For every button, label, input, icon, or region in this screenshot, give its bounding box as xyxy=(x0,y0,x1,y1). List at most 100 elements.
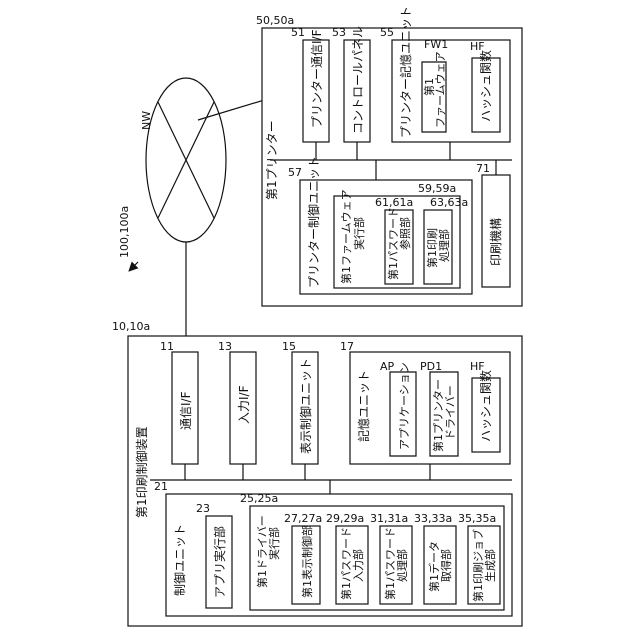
svg-text:プリンター制御ユニット: プリンター制御ユニット xyxy=(306,156,321,288)
data-acquisition-label-2: 取得部 xyxy=(439,549,453,582)
print-processing-label-2: 処理部 xyxy=(437,229,451,262)
password-input-label-2: 入力部 xyxy=(351,549,365,582)
svg-text:入力部: 入力部 xyxy=(351,549,365,582)
device-comm-if-label: 通信I/F xyxy=(179,391,193,430)
application-label: アプリケーション xyxy=(398,362,411,450)
svg-text:第1パスワード: 第1パスワード xyxy=(339,527,353,600)
svg-text:10,10a: 10,10a xyxy=(112,320,150,333)
printer-driver-label-2: ドライバー xyxy=(444,385,457,440)
display-control-part-label: 第1表示制御部 xyxy=(300,525,314,598)
svg-text:制御ユニット: 制御ユニット xyxy=(172,524,187,596)
svg-text:27,27a: 27,27a xyxy=(284,512,322,525)
svg-text:NW: NW xyxy=(140,111,153,130)
device-comm-if-ref: 11 xyxy=(160,340,174,353)
svg-text:33,33a: 33,33a xyxy=(414,512,452,525)
display-control-unit-label: 表示制御ユニット xyxy=(298,358,313,454)
display-control-unit-ref: 15 xyxy=(282,340,296,353)
svg-text:プリンター記憶ユニット: プリンター記憶ユニット xyxy=(398,6,413,138)
print-processing-ref: 63,63a xyxy=(430,196,468,209)
app-exec-label: アプリ実行部 xyxy=(212,526,227,598)
application-ref: AP xyxy=(380,360,395,373)
system-reference-label: 100,100a xyxy=(118,206,131,258)
svg-text:取得部: 取得部 xyxy=(439,549,453,582)
svg-text:第1印刷制御装置: 第1印刷制御装置 xyxy=(134,426,149,518)
svg-text:23: 23 xyxy=(196,502,210,515)
svg-text:63,63a: 63,63a xyxy=(430,196,468,209)
svg-text:参照部: 参照部 xyxy=(398,217,412,250)
svg-text:ハッシュ関数: ハッシュ関数 xyxy=(478,50,493,122)
device-ref: 10,10a xyxy=(112,320,150,333)
display-control-part-ref: 27,27a xyxy=(284,512,322,525)
svg-text:第1パスワード: 第1パスワード xyxy=(386,207,400,280)
print-mechanism-ref: 71 xyxy=(476,162,490,175)
printer-storage-label: プリンター記憶ユニット xyxy=(398,6,413,138)
svg-text:実行部: 実行部 xyxy=(352,217,366,250)
svg-text:25,25a: 25,25a xyxy=(240,492,278,505)
svg-text:第1ファームウェア: 第1ファームウェア xyxy=(339,189,353,284)
svg-text:コントロールパネル: コントロールパネル xyxy=(351,26,365,134)
svg-text:処理部: 処理部 xyxy=(395,549,409,582)
password-input-ref: 29,29a xyxy=(326,512,364,525)
app-exec-ref: 23 xyxy=(196,502,210,515)
password-ref-label-1: 第1パスワード xyxy=(386,207,400,280)
password-processing-ref: 31,31a xyxy=(370,512,408,525)
printer-driver-label-1: 第1プリンター xyxy=(431,379,445,452)
data-acquisition-ref: 33,33a xyxy=(414,512,452,525)
svg-text:35,35a: 35,35a xyxy=(458,512,496,525)
printer-comm-if-label: プリンター通信I/F xyxy=(310,29,324,128)
firmware-ref: FW1 xyxy=(424,38,448,51)
svg-text:55: 55 xyxy=(380,26,394,39)
control-panel-label: コントロールパネル xyxy=(351,26,365,134)
password-input-label-1: 第1パスワード xyxy=(339,527,353,600)
svg-text:AP: AP xyxy=(380,360,395,373)
password-ref-label-2: 参照部 xyxy=(398,217,412,250)
firmware-exec-ref: 59,59a xyxy=(418,182,456,195)
print-processing-label-1: 第1印刷 xyxy=(425,228,439,268)
device-control-unit-ref: 21 xyxy=(154,480,168,493)
svg-text:FW1: FW1 xyxy=(424,38,448,51)
printer-ref: 50,50a xyxy=(256,14,294,27)
svg-text:実行部: 実行部 xyxy=(267,527,281,560)
network-label: NW xyxy=(140,111,153,130)
svg-text:11: 11 xyxy=(160,340,174,353)
svg-text:処理部: 処理部 xyxy=(437,229,451,262)
device-storage-label: 記憶ユニット xyxy=(356,370,371,442)
svg-text:31,31a: 31,31a xyxy=(370,512,408,525)
system-reference-arrow xyxy=(130,262,138,270)
svg-text:21: 21 xyxy=(154,480,168,493)
svg-text:51: 51 xyxy=(291,26,305,39)
svg-text:13: 13 xyxy=(218,340,232,353)
print-mechanism-label: 印刷機構 xyxy=(488,218,503,266)
svg-text:通信I/F: 通信I/F xyxy=(179,391,193,430)
driver-exec-label-1: 第1ドライバー xyxy=(255,515,269,588)
svg-text:ハッシュ関数: ハッシュ関数 xyxy=(478,370,493,442)
printer-storage-ref: 55 xyxy=(380,26,394,39)
svg-text:71: 71 xyxy=(476,162,490,175)
svg-text:57: 57 xyxy=(288,166,302,179)
svg-text:印刷機構: 印刷機構 xyxy=(488,218,503,266)
svg-text:ドライバー: ドライバー xyxy=(444,385,457,440)
svg-text:29,29a: 29,29a xyxy=(326,512,364,525)
input-if-label: 入力I/F xyxy=(237,385,251,424)
svg-text:表示制御ユニット: 表示制御ユニット xyxy=(298,358,313,454)
printer-driver-ref: PD1 xyxy=(420,360,442,373)
svg-text:PD1: PD1 xyxy=(420,360,442,373)
password-processing-label-2: 処理部 xyxy=(395,549,409,582)
device-control-unit-label: 制御ユニット xyxy=(172,524,187,596)
svg-text:17: 17 xyxy=(340,340,354,353)
firmware-exec-label-2: 実行部 xyxy=(352,217,366,250)
printer-control-unit-ref: 57 xyxy=(288,166,302,179)
svg-text:プリンター通信I/F: プリンター通信I/F xyxy=(310,29,324,128)
device-storage-ref: 17 xyxy=(340,340,354,353)
printer-hash-label: ハッシュ関数 xyxy=(478,50,493,122)
svg-text:59,59a: 59,59a xyxy=(418,182,456,195)
svg-text:ファームウェア: ファームウェア xyxy=(434,51,447,128)
svg-text:アプリ実行部: アプリ実行部 xyxy=(212,526,227,598)
svg-text:第1データ: 第1データ xyxy=(427,541,441,592)
password-processing-label-1: 第1パスワード xyxy=(383,527,397,600)
svg-text:第1プリンター: 第1プリンター xyxy=(431,379,445,452)
svg-text:記憶ユニット: 記憶ユニット xyxy=(356,370,371,442)
svg-text:100,100a: 100,100a xyxy=(118,206,131,258)
svg-text:生成部: 生成部 xyxy=(483,549,497,582)
